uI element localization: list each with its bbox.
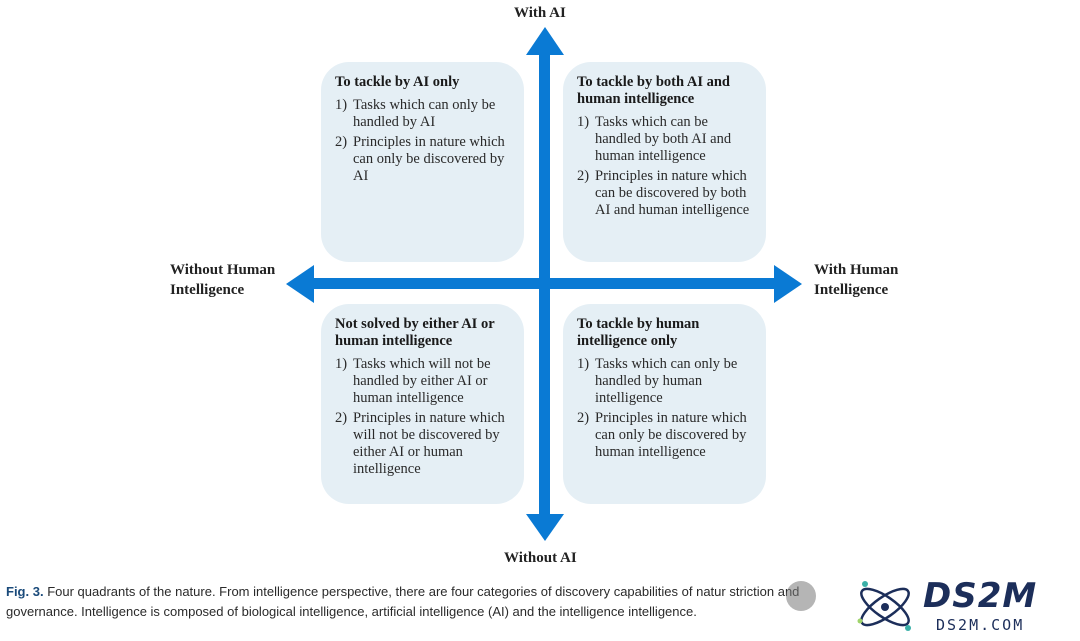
- list-item-number: 1): [577, 356, 590, 372]
- figure-caption: Fig. 3. Four quadrants of the nature. Fr…: [6, 582, 846, 622]
- axis-label-top: With AI: [514, 5, 566, 21]
- list-item-text: Principles in nature which will not be d…: [353, 410, 505, 477]
- axis-label-bottom: Without AI: [504, 550, 577, 566]
- horizontal-axis-line: [305, 278, 785, 289]
- list-item: 2) Principles in nature which can only be…: [577, 410, 752, 461]
- arrow-right: [774, 265, 802, 303]
- loading-spinner-icon: [786, 581, 816, 611]
- quadrant-ai-only: To tackle by AI only 1) Tasks which can on…: [321, 62, 524, 262]
- list-item: 1) Tasks which can be handled by both AI …: [577, 114, 752, 165]
- watermark-logo: DS2M DS2M.COM: [850, 574, 1075, 639]
- axis-label-left: Without Human Intelligence: [170, 260, 275, 300]
- list-item-number: 2): [577, 410, 590, 426]
- list-item-number: 1): [577, 114, 590, 130]
- axis-label-right: With Human Intelligence: [814, 260, 898, 300]
- axis-label-left-line2: Intelligence: [170, 282, 245, 298]
- list-item: 2) Principles in nature which will not be…: [335, 410, 510, 478]
- quadrant-neither: Not solved by either AI or human intelli…: [321, 304, 524, 504]
- quadrant-title: Not solved by either AI or human intelli…: [335, 316, 495, 349]
- arrow-down: [526, 514, 564, 541]
- list-item-text: Tasks which can only be handled by AI: [353, 97, 496, 130]
- quadrant-ai-and-human: To tackle by both AI and human intellige…: [563, 62, 766, 262]
- list-item-number: 1): [335, 356, 348, 372]
- figure-label: Fig. 3.: [6, 584, 44, 599]
- list-item: 1) Tasks which can only be handled by AI: [335, 97, 510, 131]
- watermark-logo-text: DS2M: [923, 576, 1038, 616]
- quadrant-title: To tackle by both AI and human intellige…: [577, 74, 730, 107]
- list-item-number: 2): [335, 134, 348, 150]
- list-item-number: 1): [335, 97, 348, 113]
- list-item-number: 2): [335, 410, 348, 426]
- atom-icon: [857, 581, 911, 631]
- list-item: 1) Tasks which can only be handled by hum…: [577, 356, 752, 407]
- quadrant-title: To tackle by human intelligence only: [577, 316, 700, 349]
- axis-label-right-line1: With Human: [814, 262, 899, 278]
- list-item-text: Tasks which can be handled by both AI an…: [595, 114, 732, 164]
- list-item-number: 2): [577, 168, 590, 184]
- axis-label-left-line1: Without Human: [170, 262, 276, 278]
- list-item: 2) Principles in nature which can be disc…: [577, 168, 752, 219]
- arrow-up: [526, 27, 564, 55]
- figure-caption-text: Four quadrants of the nature. From intel…: [6, 584, 800, 619]
- list-item-text: Principles in nature which can only be d…: [595, 410, 747, 460]
- list-item: 1) Tasks which will not be handled by eit…: [335, 356, 510, 407]
- watermark-logo-subtext: DS2M.COM: [936, 616, 1025, 634]
- list-item: 2) Principles in nature which can only be…: [335, 134, 510, 185]
- quadrant-title: To tackle by AI only: [335, 74, 460, 90]
- list-item-text: Principles in nature which can only be d…: [353, 134, 505, 184]
- list-item-text: Tasks which can only be handled by human…: [595, 356, 738, 406]
- quadrant-human-only: To tackle by human intelligence only 1) Ta…: [563, 304, 766, 504]
- arrow-left: [286, 265, 314, 303]
- list-item-text: Principles in nature which can be discov…: [595, 168, 750, 218]
- list-item-text: Tasks which will not be handled by eithe…: [353, 356, 491, 406]
- axis-label-right-line2: Intelligence: [814, 282, 889, 298]
